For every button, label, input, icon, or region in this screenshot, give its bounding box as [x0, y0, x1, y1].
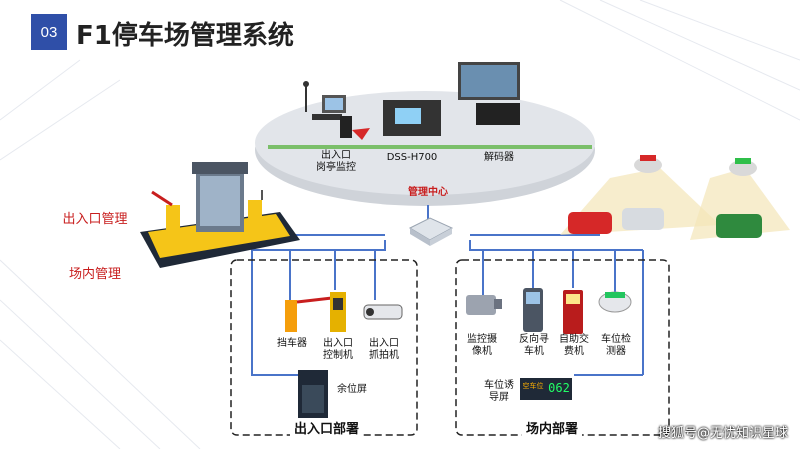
reverse-car-finder-icon	[523, 288, 543, 332]
decoder-label: 解码器	[484, 152, 514, 163]
pay-station-label: 自助交 费机	[559, 334, 589, 357]
network-switch-icon	[408, 217, 454, 246]
parking-lot-illustration	[560, 155, 790, 240]
inside-mgmt-label: 场内管理	[68, 266, 121, 282]
booth-monitor-label: 出入口 岗亭监控	[316, 150, 356, 173]
inside-box-title: 场内部署	[522, 418, 583, 437]
capture-camera-label: 出入口 抓拍机	[369, 338, 399, 361]
controller-label: 出入口 控制机	[323, 338, 353, 361]
guide-screen-label: 车位诱 导屏	[484, 380, 514, 403]
space-detector-label: 车位检 测器	[601, 334, 631, 357]
capture-camera-icon	[363, 304, 403, 320]
entrance-controller-icon	[330, 292, 346, 332]
remaining-screen-label: 余位屏	[337, 384, 367, 395]
section-number-badge: 03	[31, 14, 67, 50]
self-pay-station-icon	[563, 290, 583, 334]
space-detector-icon	[598, 291, 632, 313]
booth-monitor-pc-icon	[303, 81, 370, 140]
dss-server-icon	[383, 100, 441, 136]
guide-screen-icon	[520, 378, 572, 400]
surveillance-camera-icon	[466, 295, 502, 315]
guide-screen-digits: 062	[548, 381, 570, 395]
management-center-label: 管理中心	[408, 187, 448, 198]
remaining-space-screen-icon	[298, 370, 328, 422]
entrance-booth-illustration	[140, 162, 300, 268]
decoder-icon	[458, 62, 520, 125]
entrance-box-title: 出入口部署	[290, 418, 364, 437]
page-title: F1停车场管理系统	[76, 21, 294, 51]
camera-label: 监控摄 像机	[467, 334, 497, 357]
barrier-label: 挡车器	[277, 338, 307, 349]
dss-label: DSS-H700	[386, 152, 438, 163]
entrance-mgmt-label: 出入口管理	[62, 211, 128, 227]
watermark: 搜狐号@无忧知识星球	[657, 426, 788, 441]
barrier-gate-icon	[285, 296, 333, 332]
reverse-finder-label: 反向寻 车机	[519, 334, 549, 357]
guide-screen-sign: 空车位	[522, 382, 544, 390]
inside-deployment-box	[455, 259, 670, 436]
